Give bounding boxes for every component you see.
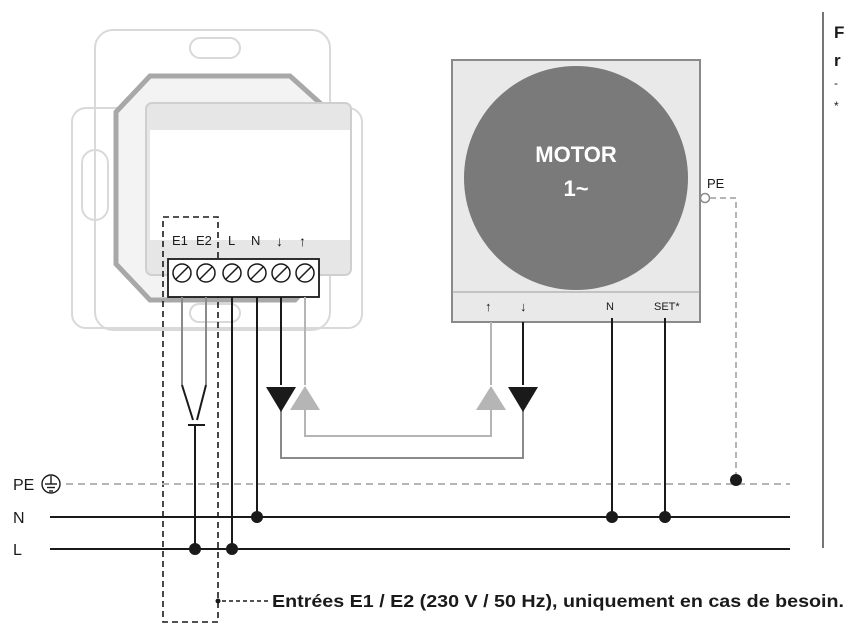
actuator-up-triangle <box>290 386 320 410</box>
motor-up-triangle <box>476 386 506 410</box>
junction-note <box>215 598 221 604</box>
switch-contact-e2 <box>196 384 207 421</box>
motor-phase: 1~ <box>563 176 588 201</box>
motor-pe-label: PE <box>707 176 725 191</box>
insert-window <box>150 130 350 240</box>
motor-terminal-set: SET* <box>654 301 680 313</box>
junction-n <box>251 511 263 523</box>
slot-left <box>81 149 109 221</box>
earth-icon <box>41 474 61 494</box>
terminal-label-up: ↑ <box>299 233 306 249</box>
motor-circle <box>464 66 688 290</box>
slot-bottom <box>189 303 241 323</box>
motor-unit: MOTOR 1~ PE ↑ ↓ N SET* <box>451 59 725 323</box>
l-bus-label: L <box>13 542 22 559</box>
slot-top <box>189 37 241 59</box>
pe-bus-label: PE <box>13 477 34 494</box>
up-loop-wire <box>304 410 492 437</box>
pe-connection-point <box>699 192 711 204</box>
motor-terminal-up: ↑ <box>485 299 492 314</box>
terminal-block <box>167 258 320 298</box>
junction-switch-l <box>189 543 201 555</box>
side-text-1: F <box>834 23 844 42</box>
terminal-screws <box>172 263 315 283</box>
junction-l <box>226 543 238 555</box>
motor-terminal-n: N <box>606 301 614 313</box>
actuator-down-triangle <box>266 387 296 412</box>
down-loop-wire <box>280 410 524 459</box>
direction-markers <box>266 386 538 412</box>
n-bus-label: N <box>13 510 25 527</box>
terminal-label-down: ↓ <box>276 233 283 249</box>
junction-motor-set <box>659 511 671 523</box>
terminal-label-l: L <box>228 233 235 248</box>
terminal-label-e2: E2 <box>196 233 212 248</box>
actuator-device: E1 E2 L N ↓ ↑ <box>71 29 363 623</box>
terminal-label-e1: E1 <box>172 233 188 248</box>
side-text-2: r <box>834 51 841 70</box>
junction-motor-n <box>606 511 618 523</box>
terminal-label-n: N <box>251 233 260 248</box>
motor-terminal-down: ↓ <box>520 299 527 314</box>
motor-name: MOTOR <box>535 142 617 167</box>
e1-e2-note: Entrées E1 / E2 (230 V / 50 Hz), uniquem… <box>272 591 844 611</box>
junction-pe <box>730 474 742 486</box>
motor-down-triangle <box>508 387 538 412</box>
side-text-3: - <box>834 76 838 90</box>
pe-motor-wire <box>710 197 737 480</box>
side-text-4: * <box>834 99 839 113</box>
switch-contact-e1 <box>181 384 194 421</box>
junctions <box>189 474 742 604</box>
